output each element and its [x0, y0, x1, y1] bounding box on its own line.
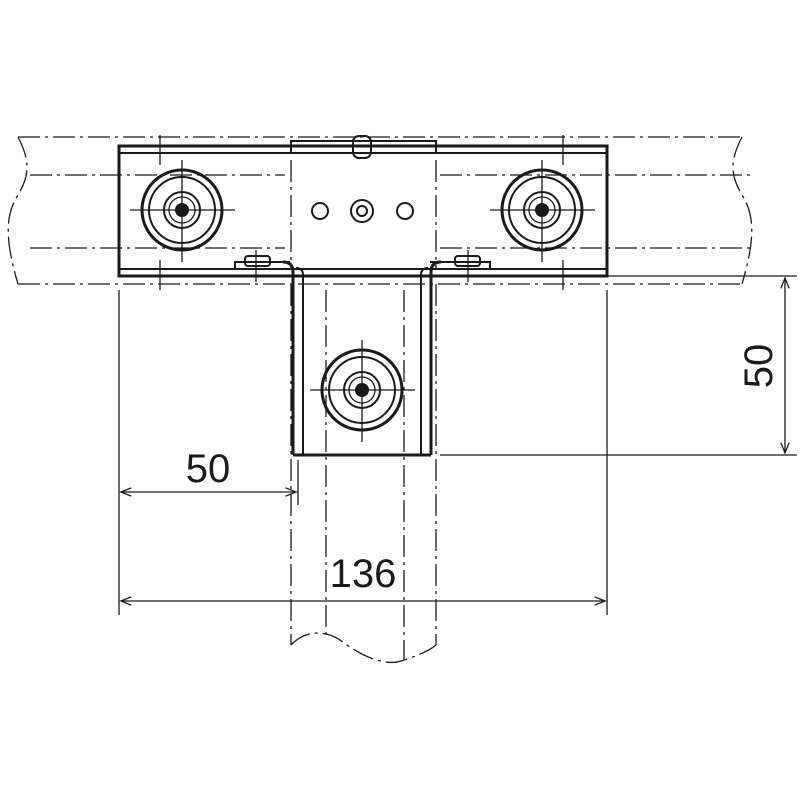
- u-bracket: [282, 260, 442, 457]
- phantom-tray-vertical: [290, 284, 437, 664]
- dimension-total-width: [121, 290, 608, 615]
- clips: [234, 250, 491, 282]
- screw-bottom: [310, 340, 415, 442]
- dimension-horizontal-offset: [118, 290, 299, 615]
- center-holes: [311, 199, 414, 223]
- dimension-label-width: 136: [330, 552, 397, 596]
- dimension-vertical: [440, 275, 797, 456]
- phantom-tray-horizontal: [7, 136, 755, 285]
- dimension-label-vertical: 50: [737, 344, 781, 389]
- screw-right: [490, 160, 595, 262]
- main-plate: [117, 135, 609, 290]
- screw-left: [130, 160, 235, 262]
- dimension-label-offset: 50: [186, 447, 231, 491]
